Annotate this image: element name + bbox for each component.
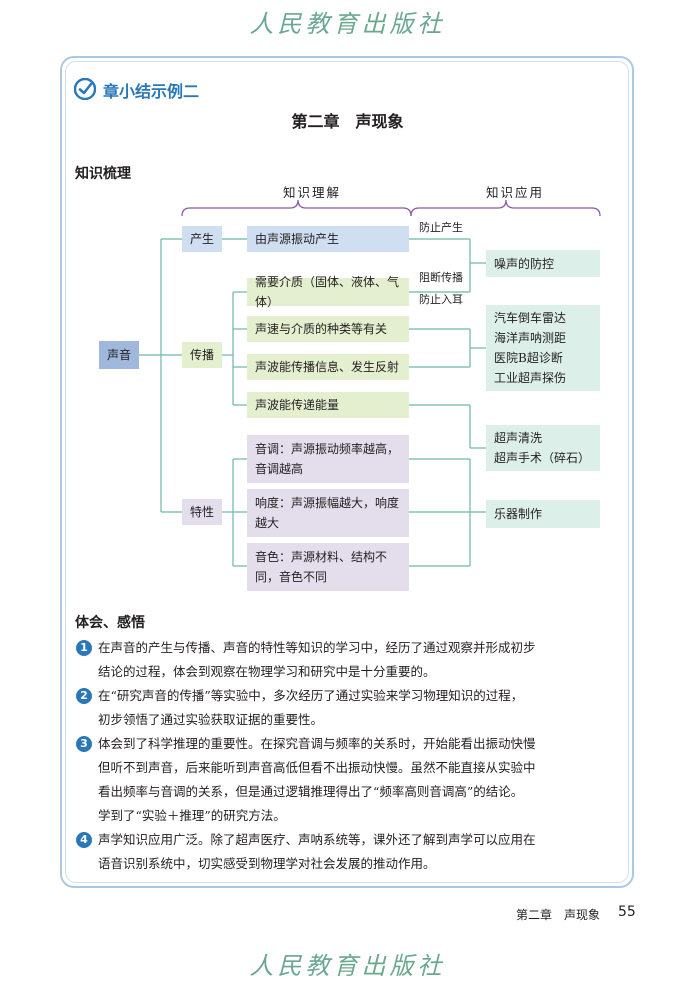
reflection-line: 初步领悟了通过实验获取证据的重要性。 [98,712,324,727]
reflection-line: 结论的过程，体会到观察在物理学习和研究中是十分重要的。 [98,664,436,679]
trait-pitch-line1: 音调：声源振动频率越高， [255,442,400,456]
app-energy-item: 超声手术（碎石） [494,451,591,465]
node-sound: 声音 [99,341,139,369]
publisher-logo-top: 人民教育出版社 [249,10,446,38]
bullet-number-icon: 2 [76,688,92,704]
reflection-item: 1 在声音的产生与传播、声音的特性等知识的学习中，经历了通过观察并形成初步 结论… [76,636,616,684]
reflection-line: 声学知识应用广泛。除了超声医疗、声呐系统等，课外还了解到声学可以应用在 [98,832,536,847]
app-info-list: 汽车倒车雷达 海洋声呐测距 医院B超诊断 工业超声探伤 [486,305,600,391]
reflection-item: 3 体会到了科学推理的重要性。在探究音调与频率的关系时，开始能看出振动快慢 但听… [76,732,616,828]
publisher-logo-bottom: 人民教育出版社 [249,952,446,980]
bullet-number-icon: 3 [76,736,92,752]
trait-loudness-line2: 越大 [255,516,280,530]
app-energy-item: 超声清洗 [494,431,543,445]
link-label-block-propagate: 阻断传播 [419,271,463,284]
bullet-number-icon: 1 [76,640,92,656]
node-produce-desc: 由声源振动产生 [247,226,409,252]
reflection-list: 1 在声音的产生与传播、声音的特性等知识的学习中，经历了通过观察并形成初步 结论… [76,636,616,876]
node-trait-pitch: 音调：声源振动频率越高， 音调越高 [247,435,409,483]
node-propagate-info: 声波能传播信息、发生反射 [247,354,409,380]
reflection-line: 在声音的产生与传播、声音的特性等知识的学习中，经历了通过观察并形成初步 [98,640,536,655]
reflection-line: 语音识别系统中，切实感受到物理学对社会发展的推动作用。 [98,856,436,871]
trait-timbre-line2: 同，音色不同 [255,570,328,584]
app-info-item: 工业超声探伤 [494,371,567,385]
brace-understand [181,199,412,217]
node-propagate: 传播 [182,342,222,368]
reflection-item: 4 声学知识应用广泛。除了超声医疗、声呐系统等，课外还了解到声学可以应用在 语音… [76,828,616,876]
section-check-icon [74,78,96,100]
chapter-title: 第二章 声现象 [291,112,404,131]
reflection-line: 学到了“实验＋推理”的研究方法。 [98,808,286,823]
section-title: 章小结示例二 [103,82,200,101]
reflection-line: 但听不到声音，后来能听到声音高低但看不出振动快慢。虽然不能直接从实验中 [98,760,536,775]
page-number: 55 [618,904,636,920]
reflection-line: 看出频率与音调的关系，但是通过逻辑推理得出了“频率高则音调高”的结论。 [98,784,524,799]
app-instrument: 乐器制作 [486,500,600,528]
column-label-understand: 知识理解 [283,185,342,200]
bullet-number-icon: 4 [76,832,92,848]
knowledge-heading: 知识梳理 [75,166,131,182]
node-trait-loudness: 响度：声源振幅越大，响度 越大 [247,489,409,537]
reflection-item: 2 在“研究声音的传播”等实验中，多次经历了通过实验来学习物理知识的过程， 初步… [76,684,616,732]
app-energy-list: 超声清洗 超声手术（碎石） [486,425,600,471]
trait-pitch-line2: 音调越高 [255,462,304,476]
app-info-item: 医院B超诊断 [494,351,563,365]
brace-apply [410,199,601,217]
node-produce: 产生 [182,226,222,252]
app-info-item: 汽车倒车雷达 [494,311,567,325]
node-traits: 特性 [182,499,222,525]
node-trait-timbre: 音色：声源材料、结构不 同，音色不同 [247,543,409,591]
node-propagate-medium: 需要介质（固体、液体、气体） [247,275,409,309]
trait-timbre-line1: 音色：声源材料、结构不 [255,550,388,564]
link-label-prevent-produce: 防止产生 [419,221,463,234]
node-propagate-speed: 声速与介质的种类等有关 [247,316,409,342]
link-label-prevent-ear: 防止入耳 [419,293,463,306]
app-info-item: 海洋声呐测距 [494,331,567,345]
node-propagate-energy: 声波能传递能量 [247,392,409,418]
footer-chapter: 第二章 声现象 [516,908,601,922]
app-noise-control: 噪声的防控 [486,250,600,277]
reflection-heading: 体会、感悟 [75,615,145,631]
trait-loudness-line1: 响度：声源振幅越大，响度 [255,496,400,510]
reflection-line: 在“研究声音的传播”等实验中，多次经历了通过实验来学习物理知识的过程， [98,688,524,703]
reflection-line: 体会到了科学推理的重要性。在探究音调与频率的关系时，开始能看出振动快慢 [98,736,536,751]
column-label-apply: 知识应用 [486,185,545,200]
